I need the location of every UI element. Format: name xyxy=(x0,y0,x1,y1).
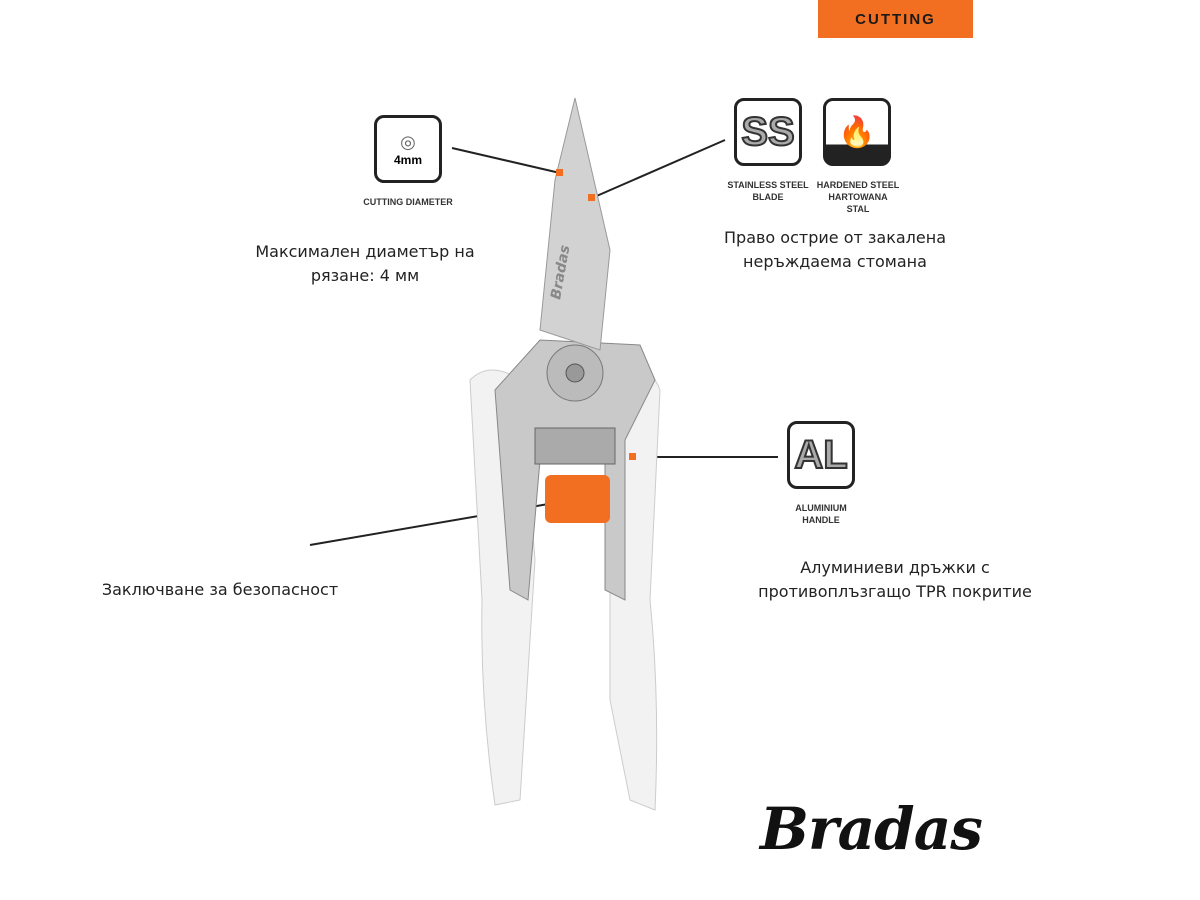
spring xyxy=(534,427,616,465)
hardened-steel-flame-icon: 🔥 xyxy=(823,98,891,166)
leader-line-diameter xyxy=(451,147,561,174)
bradas-logo: Bradas xyxy=(760,795,983,863)
safety-lock xyxy=(545,475,610,523)
stainless-steel-icon: SS xyxy=(734,98,802,166)
metal-frame xyxy=(494,339,656,601)
lock-description: Заключване за безопасност xyxy=(101,580,339,599)
blade xyxy=(539,97,611,351)
cutting-diameter-icon: ◎ 4mm xyxy=(374,115,442,183)
category-badge: CUTTING xyxy=(818,0,973,38)
aluminium-icon: AL xyxy=(787,421,855,489)
leader-line-blade xyxy=(591,139,726,199)
cutting-diameter-caption: CUTTING DIAMETER xyxy=(363,197,453,207)
